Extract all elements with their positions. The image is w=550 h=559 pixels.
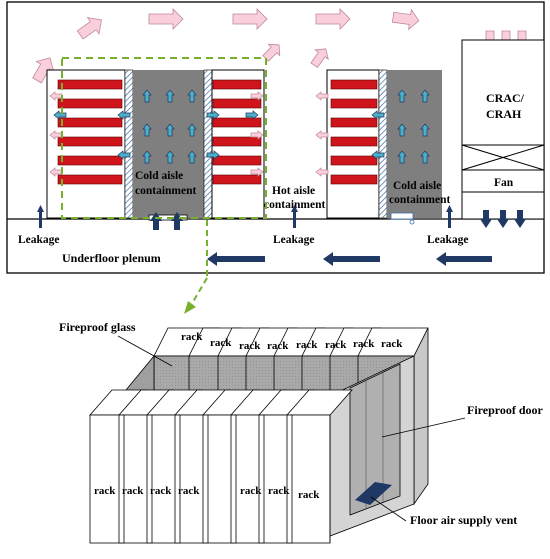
- return-arrow-icon: [148, 8, 184, 30]
- cold-air-arrows-2: [371, 89, 430, 164]
- return-arrow-icon: [232, 8, 268, 30]
- left-containment: Cold aisle containment: [46, 69, 265, 230]
- cold-aisle-label-2: Cold aisle: [393, 180, 441, 192]
- rack-label: rack: [353, 338, 375, 350]
- cold-aisle-hatch-right: [203, 69, 213, 219]
- return-arrow-icon: [315, 8, 351, 30]
- fireproof-glass-leader: [117, 335, 173, 367]
- rack-label: rack: [240, 485, 262, 497]
- crac-box: [461, 39, 545, 220]
- right-containment: Cold aisle containment: [315, 69, 451, 225]
- underfloor-plenum-label: Underfloor plenum: [62, 251, 161, 265]
- floor-vent-right: [390, 212, 414, 220]
- fireproof-glass-label: Fireproof glass: [59, 320, 136, 334]
- return-arrow-icon: [76, 16, 102, 40]
- rack-label: rack: [239, 340, 261, 352]
- containment-3d-view: rack rack rack rack rack rack rack rack …: [59, 320, 544, 544]
- rack-units-middle: [212, 79, 262, 185]
- room-cross-section: Cold aisle containment: [6, 1, 545, 314]
- rack-units-right: [330, 79, 378, 185]
- rack-label: rack: [122, 485, 144, 497]
- front-rack-row: [89, 389, 353, 544]
- rack-label: rack: [181, 331, 203, 343]
- rack-label: rack: [296, 339, 318, 351]
- leakage-label-mid: Leakage: [273, 234, 315, 246]
- supply-down-arrows: [480, 210, 526, 228]
- fireproof-door-label: Fireproof door: [467, 403, 544, 417]
- rack-label: rack: [268, 485, 290, 497]
- floor-vent-label: Floor air supply vent: [410, 513, 517, 527]
- return-arrow-icon: [32, 57, 55, 84]
- floor-vent: [355, 482, 392, 505]
- end-wall: [413, 327, 429, 506]
- leakage-arrows: [37, 205, 453, 228]
- crac-unit: CRAC/ CRAH Fan: [461, 39, 545, 228]
- fan-label: Fan: [494, 177, 514, 189]
- callout-box: [61, 57, 267, 219]
- containment-label-2: containment: [389, 194, 451, 206]
- hot-aisle-label: Hot aisle: [272, 185, 315, 197]
- rack-label: rack: [325, 339, 347, 351]
- rack-label: rack: [210, 337, 232, 349]
- rack-label: rack: [150, 485, 172, 497]
- hot-aisle-containment-label: containment: [264, 199, 326, 211]
- hot-exhaust-arrows: [49, 91, 264, 177]
- rack-units-left: [57, 79, 123, 185]
- leakage-label-left: Leakage: [18, 234, 60, 246]
- floor-vent-leader: [370, 496, 407, 522]
- crac-label: CRAC/: [486, 91, 525, 105]
- return-arrow-icon: [391, 8, 420, 31]
- rack-label: rack: [267, 340, 289, 352]
- supply-up-arrows: [150, 212, 183, 230]
- fireproof-door-leader: [381, 417, 466, 438]
- underfloor-supply-arrows: [207, 252, 492, 266]
- cold-aisle-hatch-left: [124, 69, 134, 219]
- cold-aisle-core-2: [387, 70, 442, 218]
- cold-aisle-label-1: Cold aisle: [135, 170, 183, 182]
- containment-label-1: containment: [135, 185, 197, 197]
- rack-label: rack: [178, 485, 200, 497]
- return-arrow-icon: [262, 43, 281, 62]
- cold-air-arrows: [53, 89, 259, 164]
- crah-label: CRAH: [486, 107, 522, 121]
- fireproof-door: [349, 363, 401, 516]
- return-arrow-icon: [310, 48, 329, 69]
- cold-aisle-hatch-2: [378, 69, 388, 219]
- rack-label: rack: [381, 338, 403, 350]
- rack-label: rack: [298, 489, 320, 501]
- rack-label: rack: [94, 485, 116, 497]
- leakage-label-right: Leakage: [427, 234, 469, 246]
- hot-exhaust-arrows-2: [315, 91, 329, 177]
- back-rack-row: [153, 327, 429, 397]
